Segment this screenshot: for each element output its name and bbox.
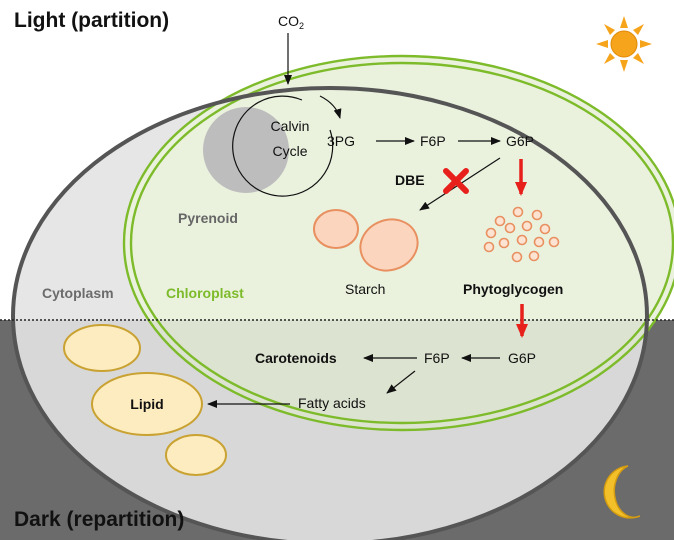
lipid-droplet [63, 324, 141, 372]
pyrenoid-shape [203, 107, 289, 193]
pg3-node: 3PG [327, 133, 355, 149]
starch-granule [313, 209, 359, 249]
lipid-droplet [165, 434, 227, 476]
chloroplast-outer-membrane [122, 54, 674, 432]
chloroplast-label: Chloroplast [166, 285, 244, 301]
carotenoids-label: Carotenoids [255, 350, 337, 366]
starch-label: Starch [345, 281, 385, 297]
f6p-to-fatty-acids-arrow [386, 370, 416, 394]
g6p-node-dark: G6P [508, 350, 536, 366]
sun-icon [596, 16, 652, 72]
starch-granule [359, 218, 419, 272]
dbe-label: DBE [395, 172, 425, 188]
chloroplast-inner-membrane [129, 61, 674, 425]
dark-section-title: Dark (repartition) [14, 508, 184, 531]
cytoplasm-label: Cytoplasm [42, 285, 114, 301]
light-section-title: Light (partition) [14, 9, 169, 32]
f6p-node-dark: F6P [424, 350, 450, 366]
inhibition-cross-icon [443, 168, 469, 194]
lipid-label: Lipid [130, 396, 163, 412]
cell-membrane [11, 86, 649, 540]
lipid-droplet [91, 372, 203, 436]
pyrenoid-label: Pyrenoid [178, 210, 238, 226]
calvin-cycle-line1: Calvin [271, 118, 310, 134]
phytoglycogen-particles [483, 206, 560, 263]
calvin-cycle-loop [232, 95, 334, 197]
f6p-node-light: F6P [420, 133, 446, 149]
fatty-acids-label: Fatty acids [298, 395, 366, 411]
moon-icon [603, 465, 641, 519]
calvin-cycle-arrow [319, 95, 342, 119]
phytoglycogen-label: Phytoglycogen [463, 281, 563, 297]
calvin-cycle-line2: Cycle [272, 143, 307, 159]
g6p-node-light: G6P [506, 133, 534, 149]
co2-label: CO2 [278, 13, 304, 31]
